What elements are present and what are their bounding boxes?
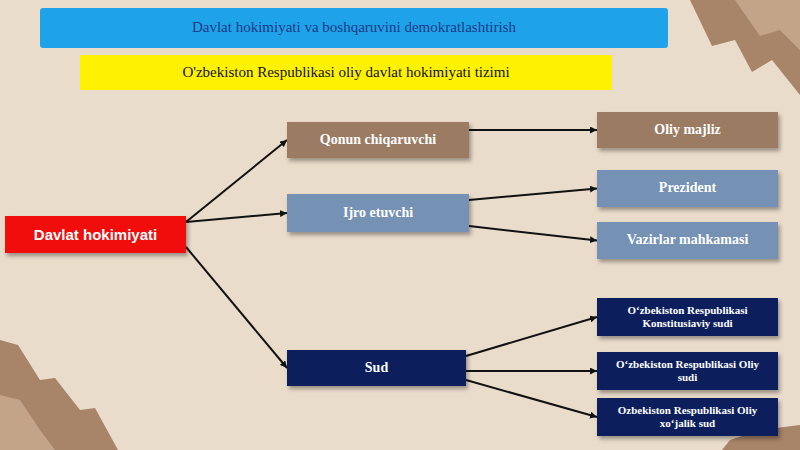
organ-box: Vazirlar mahkamasi	[597, 222, 778, 259]
subtitle-text: O'zbekiston Respublikasi oliy davlat hok…	[182, 64, 509, 81]
branch-box: Ijro etuvchi	[287, 194, 469, 232]
box-label: Oliy majliz	[654, 122, 721, 138]
box-label: Ozbekiston Respublikasi Oliy xo‘jalik su…	[605, 404, 770, 429]
court-box: Ozbekiston Respublikasi Oliy xo‘jalik su…	[597, 398, 778, 436]
box-label: O‘zbekiston Respublikasi Oliy sudi	[605, 358, 770, 383]
title-text: Davlat hokimiyati va boshqaruvini demokr…	[192, 19, 516, 36]
organ-box: Oliy majliz	[597, 112, 778, 148]
connector-arrow	[466, 370, 597, 372]
box-label: Sud	[365, 360, 388, 376]
court-box: O‘zbekiston Respublikasi Konstitusiaviy …	[597, 298, 778, 336]
connector-arrow	[186, 140, 287, 222]
branch-box: Sud	[287, 350, 466, 386]
box-label: Ijro etuvchi	[343, 205, 413, 221]
branch-box: Qonun chiqaruvchi	[287, 122, 469, 158]
connector-arrow	[186, 247, 287, 368]
subtitle-banner: O'zbekiston Respublikasi oliy davlat hok…	[80, 55, 612, 90]
connector-arrow	[466, 317, 597, 356]
court-box: O‘zbekiston Respublikasi Oliy sudi	[597, 352, 778, 390]
connector-arrow	[469, 129, 597, 131]
connector-arrow	[186, 213, 287, 222]
box-label: O‘zbekiston Respublikasi Konstitusiaviy …	[605, 304, 770, 329]
box-label: Qonun chiqaruvchi	[320, 132, 436, 148]
corner-shape	[0, 395, 55, 450]
connector-arrow	[466, 380, 597, 417]
connector-arrow	[469, 226, 597, 241]
box-label: Davlat hokimiyati	[34, 226, 157, 243]
connector-arrow	[469, 189, 597, 201]
organ-box: Prezident	[597, 170, 778, 207]
root-box: Davlat hokimiyati	[5, 216, 186, 253]
corner-shape	[735, 0, 800, 50]
corner-shape	[0, 340, 118, 450]
corner-shape	[690, 0, 800, 95]
title-banner: Davlat hokimiyati va boshqaruvini demokr…	[40, 8, 668, 48]
box-label: Vazirlar mahkamasi	[627, 232, 749, 248]
box-label: Prezident	[659, 180, 716, 196]
